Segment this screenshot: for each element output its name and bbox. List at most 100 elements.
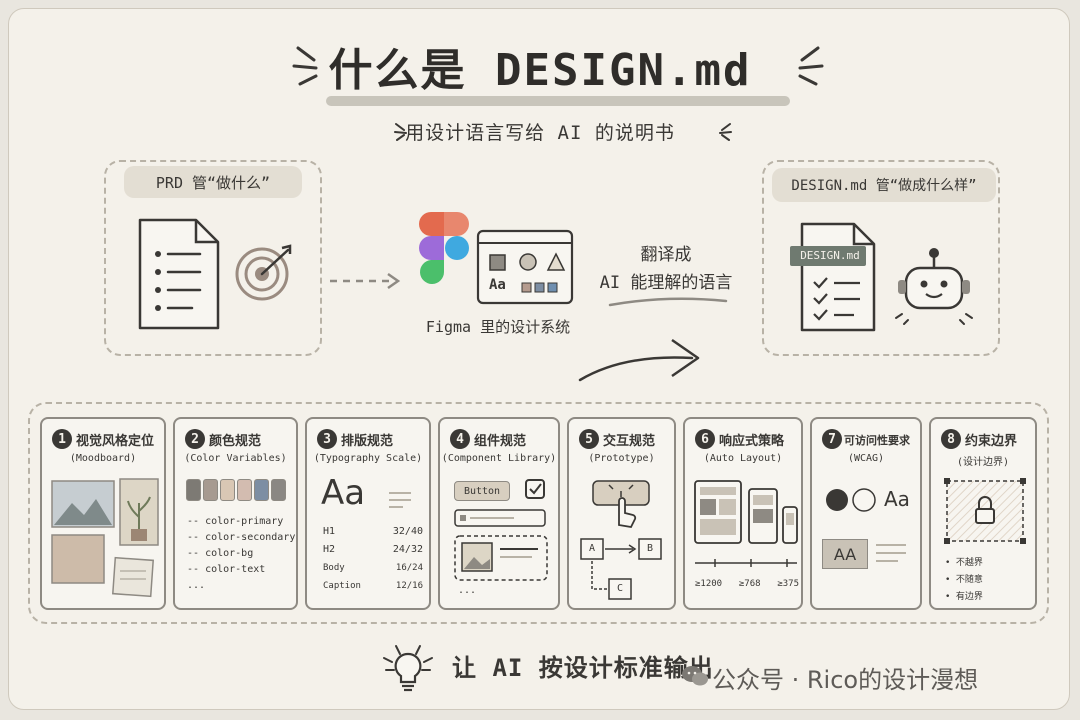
card-component-icon [454, 535, 548, 581]
title-spark-right-icon [798, 46, 824, 86]
arrow-to-figma-icon [330, 272, 401, 290]
design-system-window-icon [476, 229, 574, 305]
title-underline [326, 96, 790, 106]
lightbulb-icon [383, 645, 433, 692]
figma-caption: Figma 里的设计系统 [425, 318, 571, 336]
subtitle-spark-left-icon [394, 123, 407, 141]
card-color-variables: 2 颜色规范 (Color Variables) -- color-primar… [173, 417, 298, 610]
card-subtitle: (Auto Layout) [703, 453, 783, 464]
prd-label: PRD 管“做什么” [124, 166, 302, 198]
tap-gesture-icon [592, 480, 650, 528]
card-subtitle: (Component Library) [441, 453, 557, 464]
card-title: 约束边界 [965, 434, 1018, 449]
responsive-devices-icon [694, 480, 798, 567]
card-subtitle: (Typography Scale) [313, 453, 423, 464]
component-more: ... [458, 585, 477, 596]
lock-boundary-icon [944, 478, 1026, 544]
card-number: 3 [317, 429, 337, 449]
watermark: 公众号 · Rico的设计漫想 [712, 666, 979, 694]
breakpoint-label: ≥1200 [695, 579, 723, 589]
card-title: 颜色规范 [209, 434, 262, 449]
card-wcag: 7 可访问性要求 (WCAG) Aa AA [810, 417, 922, 610]
color-token: -- color-secondary [187, 532, 296, 543]
card-subtitle: (Color Variables) [184, 453, 287, 464]
card-subtitle: (Moodboard) [69, 453, 137, 464]
color-token: -- color-bg [187, 548, 254, 559]
card-number: 7 [822, 429, 842, 449]
footer-slogan: 让 AI 按设计标准输出 [452, 654, 714, 682]
aa-badge: AA [822, 539, 868, 569]
card-number: 8 [941, 429, 961, 449]
color-swatches [186, 479, 286, 501]
typography-sample: Aa [321, 473, 366, 513]
robot-icon [895, 248, 973, 325]
design-md-label: DESIGN.md 管“做成什么样” [772, 168, 996, 202]
subtitle-spark-right-icon [719, 123, 732, 141]
curved-arrow-icon [578, 338, 700, 382]
card-prototype: 5 交互规范 (Prototype) A B C [567, 417, 676, 610]
color-token: -- color-text [187, 564, 266, 575]
card-title: 排版规范 [341, 434, 394, 449]
card-subtitle: (Prototype) [588, 453, 655, 464]
color-swatch [203, 479, 218, 501]
spec-section [28, 402, 1049, 624]
design-doc-icon [790, 222, 876, 332]
text-lines-icon [876, 544, 906, 562]
sample-button: Button [454, 481, 510, 501]
color-swatch [220, 479, 235, 501]
color-swatch [237, 479, 252, 501]
document-icon [138, 218, 220, 330]
card-title: 视觉风格定位 [76, 434, 155, 449]
page-title: 什么是 DESIGN.md [328, 45, 752, 96]
card-number: 1 [52, 429, 72, 449]
constraint-item: • 有边界 [945, 592, 983, 602]
page-subtitle: 用设计语言写给 AI 的说明书 [405, 122, 675, 144]
color-token-more: ... [187, 580, 206, 591]
card-number: 5 [579, 429, 599, 449]
constraint-item: • 不随意 [945, 575, 983, 585]
color-swatch [186, 479, 201, 501]
text-lines-icon [389, 492, 411, 508]
translate-underline-icon [608, 297, 728, 307]
checkbox-icon [525, 479, 545, 499]
card-title: 组件规范 [474, 434, 527, 449]
color-token-list: -- color-primary -- color-secondary -- c… [187, 514, 295, 594]
translate-line-1: 翻译成 [640, 245, 692, 265]
card-constraints: 8 约束边界 (设计边界) • 不越界 • 不随意 • 有边界 [929, 417, 1037, 610]
card-moodboard: 1 视觉风格定位 (Moodboard) [40, 417, 166, 610]
design-doc-tag: DESIGN.md [800, 249, 860, 262]
contrast-sample: Aa [884, 487, 910, 511]
card-component-library: 4 组件规范 (Component Library) Button ... [438, 417, 560, 610]
constraint-item: • 不越界 [945, 558, 983, 568]
figma-aa-text: Aa [489, 277, 506, 293]
card-number: 4 [450, 429, 470, 449]
card-title: 可访问性要求 [844, 434, 910, 447]
input-field-icon [454, 509, 546, 527]
breakpoint-label: ≥375 [777, 579, 799, 589]
card-auto-layout: 6 响应式策略 (Auto Layout) ≥1200 ≥768 ≥375 [683, 417, 803, 610]
translate-line-2: AI 能理解的语言 [599, 273, 733, 293]
breakpoint-label: ≥768 [738, 579, 761, 589]
prd-section [104, 160, 322, 356]
color-swatch [254, 479, 269, 501]
breakpoint-labels: ≥1200 ≥768 ≥375 [695, 579, 799, 589]
card-subtitle: (WCAG) [847, 453, 885, 464]
figma-logo-icon [419, 212, 469, 284]
flow-node-c: C [616, 583, 624, 594]
constraint-list: • 不越界 • 不随意 • 有边界 [945, 555, 983, 606]
card-number: 6 [695, 429, 715, 449]
moodboard-illustration-icon [51, 478, 159, 598]
color-token: -- color-primary [187, 516, 284, 527]
card-title: 响应式策略 [719, 434, 785, 449]
wechat-icon [682, 666, 708, 686]
flow-node-b: B [646, 543, 654, 554]
card-subtitle: (设计边界) [956, 457, 1010, 468]
flow-diagram-icon [580, 538, 662, 600]
color-swatch [271, 479, 286, 501]
